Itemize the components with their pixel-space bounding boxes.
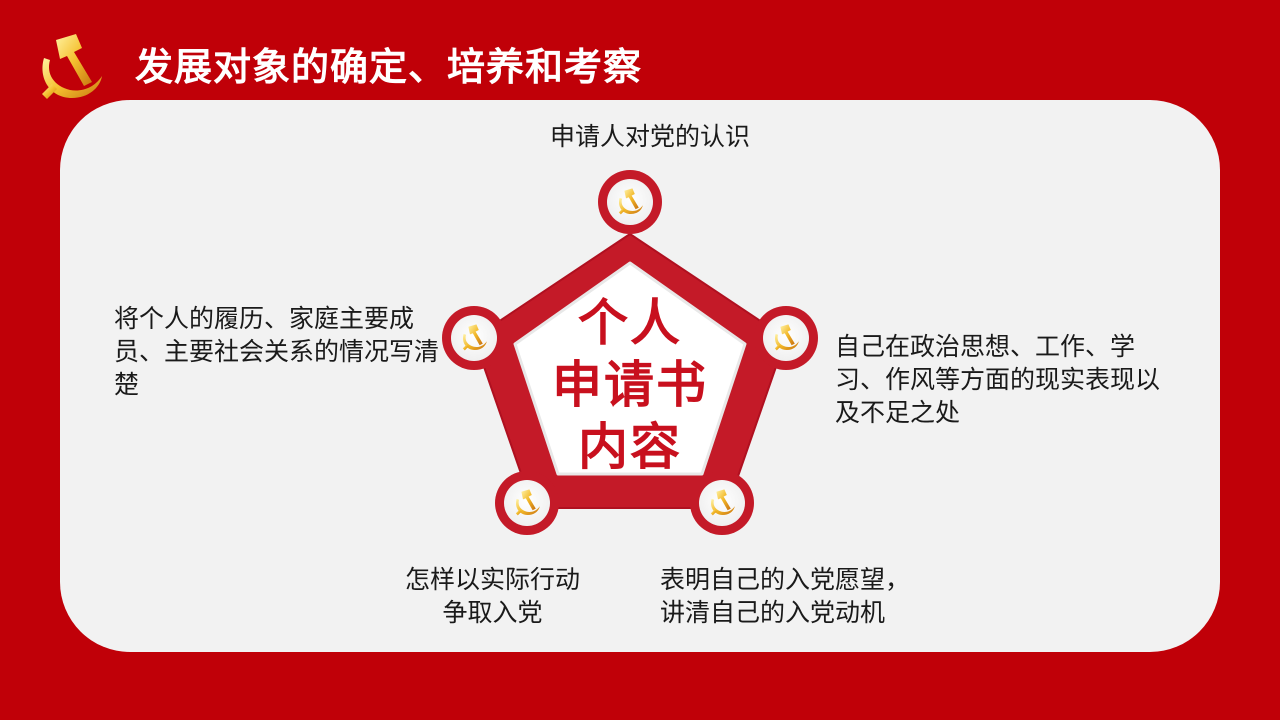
center-line-3: 内容 <box>578 418 682 476</box>
page-title: 发展对象的确定、培养和考察 <box>135 45 643 89</box>
header: 发展对象的确定、培养和考察 <box>0 0 1280 100</box>
node-right <box>754 306 818 370</box>
node-bottom-right <box>690 471 754 535</box>
node-bottom-left <box>495 471 559 535</box>
node-top <box>598 170 662 234</box>
center-title: 个人 申请书 内容 <box>540 292 720 478</box>
pentagon-inner <box>513 261 747 476</box>
center-line-2: 申请书 <box>552 356 708 414</box>
label-bottom-left: 怎样以实际行动争取入党 <box>405 565 581 627</box>
party-emblem-icon <box>42 34 102 99</box>
center-line-1: 个人 <box>578 294 682 352</box>
label-top: 申请人对党的认识 <box>549 122 750 151</box>
node-left <box>442 306 506 370</box>
label-bottom-right: 表明自己的入党愿望，讲清自己的入党动机 <box>660 565 911 627</box>
label-right: 自己在政治思想、工作、学习、作风等方面的现实表现以及不足之处 <box>835 332 1161 427</box>
label-left: 将个人的履历、家庭主要成员、主要社会关系的情况写清楚 <box>114 304 440 399</box>
